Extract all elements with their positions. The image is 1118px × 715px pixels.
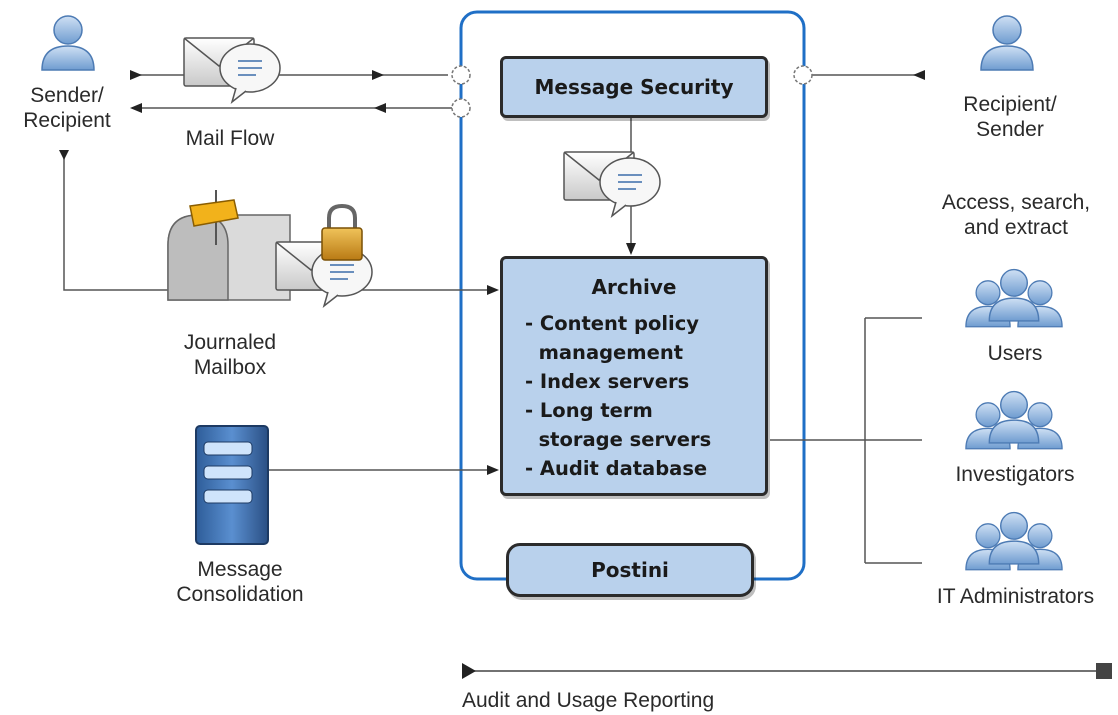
archive-item: storage servers bbox=[525, 428, 712, 451]
postini-title: Postini bbox=[591, 558, 669, 582]
arrow-head-archive-journal bbox=[487, 285, 499, 295]
archive-item: - Long term bbox=[525, 399, 653, 422]
access-label: Access, search, and extract bbox=[918, 190, 1114, 240]
journaled-mailbox-label: Journaled Mailbox bbox=[165, 330, 295, 380]
it-administrators-group-icon bbox=[966, 513, 1062, 570]
archive-item: - Audit database bbox=[525, 457, 708, 480]
recipient-label: Recipient/ Sender bbox=[945, 92, 1075, 142]
mail-flow-label: Mail Flow bbox=[185, 127, 275, 150]
message-consolidation-label: Message Consolidation bbox=[155, 557, 325, 607]
arrow-head-mid-top bbox=[372, 70, 384, 80]
audit-timeline-start-arrow bbox=[462, 663, 476, 679]
recipient-label-line2: Sender bbox=[976, 118, 1044, 141]
archive-feature-list: - Content policy management - Index serv… bbox=[525, 309, 711, 483]
arrow-head-archive-top bbox=[626, 243, 636, 255]
connector-gear-icon bbox=[451, 98, 471, 118]
users-group-icon bbox=[966, 270, 1062, 327]
arrow-head-left-bottom bbox=[130, 103, 142, 113]
sender-person-icon bbox=[41, 15, 95, 71]
audit-timeline-end-marker bbox=[1096, 663, 1112, 679]
archive-item: management bbox=[525, 341, 684, 364]
journaled-mailbox-line2: Mailbox bbox=[193, 356, 267, 379]
it-administrators-label: IT Administrators bbox=[936, 585, 1095, 608]
arrow-head-archive-consolidation bbox=[487, 465, 499, 475]
journaled-mailbox-line1: Journaled bbox=[183, 331, 277, 354]
message-consolidation-line1: Message bbox=[197, 558, 283, 581]
archive-item: - Content policy bbox=[525, 312, 700, 335]
arrow-head-mid-bottom bbox=[374, 103, 386, 113]
audit-reporting-label: Audit and Usage Reporting bbox=[462, 689, 715, 712]
message-consolidation-line2: Consolidation bbox=[176, 583, 304, 606]
secured-mail-envelope-icon bbox=[563, 151, 661, 217]
sender-label-line1: Sender/ bbox=[30, 84, 104, 107]
arrow-head-sender-down bbox=[59, 150, 69, 160]
sender-label-line2: Recipient bbox=[23, 109, 111, 132]
access-label-line2: and extract bbox=[964, 216, 1068, 239]
access-label-line1: Access, search, bbox=[941, 191, 1091, 214]
investigators-label: Investigators bbox=[955, 463, 1075, 486]
connector-gear-icon bbox=[793, 65, 813, 85]
postini-box[interactable]: Postini bbox=[506, 543, 754, 597]
archive-box[interactable]: Archive - Content policy management - In… bbox=[500, 256, 768, 496]
server-icon bbox=[195, 425, 269, 545]
users-label: Users bbox=[987, 342, 1043, 365]
message-security-title: Message Security bbox=[534, 75, 734, 99]
recipient-person-icon bbox=[980, 15, 1034, 71]
sender-label: Sender/ Recipient bbox=[12, 83, 122, 133]
archive-title: Archive bbox=[591, 275, 677, 299]
mail-envelope-icon bbox=[183, 37, 281, 103]
arrow-head-sender bbox=[130, 70, 142, 80]
connector-gear-icon bbox=[451, 65, 471, 85]
investigators-group-icon bbox=[966, 392, 1062, 449]
recipient-label-line1: Recipient/ bbox=[963, 93, 1057, 116]
arrow-head-recipient bbox=[913, 70, 925, 80]
message-security-box[interactable]: Message Security bbox=[500, 56, 768, 118]
journaled-mailbox-icon bbox=[167, 190, 373, 307]
archive-item: - Index servers bbox=[525, 370, 690, 393]
